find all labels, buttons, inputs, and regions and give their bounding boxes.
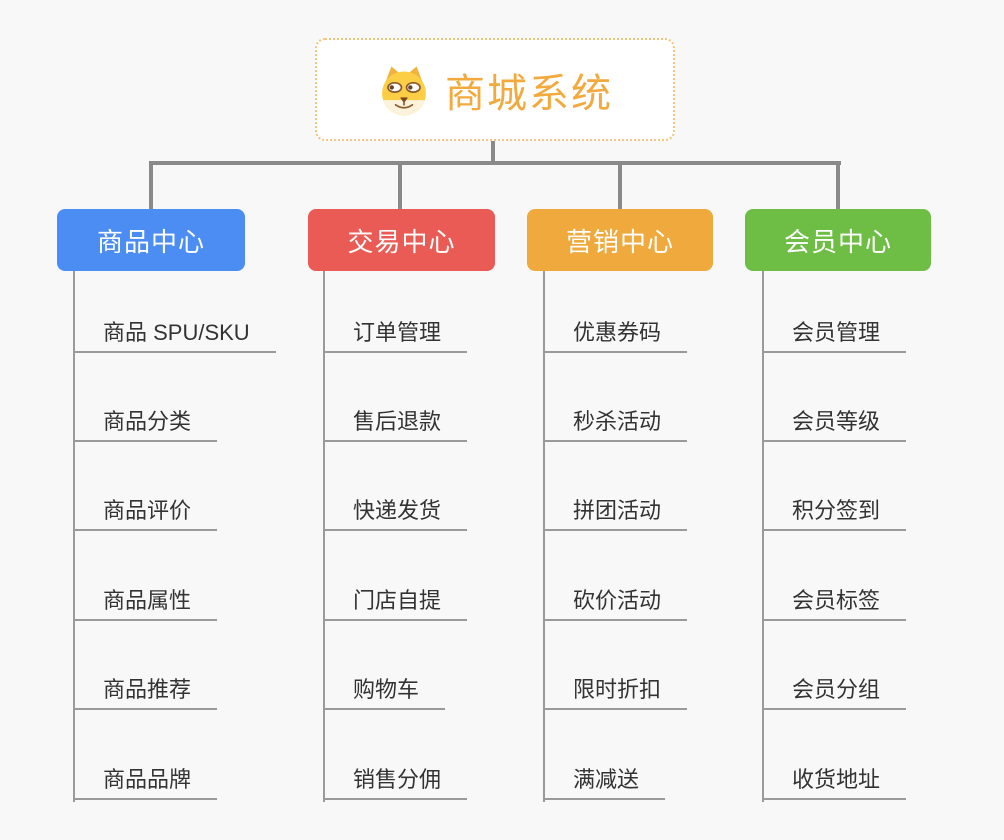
- item-product-brand[interactable]: 商品品牌: [73, 762, 218, 800]
- branch-header-label: 营销中心: [565, 226, 674, 257]
- branch-trunk-marketing: [543, 271, 545, 802]
- item-bargain-activity[interactable]: 砍价活动: [543, 583, 688, 621]
- item-aftersale-refund[interactable]: 售后退款: [323, 404, 468, 442]
- root-title: 商城系统: [445, 71, 613, 116]
- root-node[interactable]: 商城系统: [315, 38, 675, 141]
- connector-drop-product: [149, 161, 153, 209]
- branch-header-label: 商品中心: [96, 226, 205, 257]
- item-product-recommend[interactable]: 商品推荐: [73, 672, 218, 710]
- item-flash-sale[interactable]: 秒杀活动: [543, 404, 688, 442]
- dog-face-icon: [377, 63, 431, 117]
- item-limited-time-discount[interactable]: 限时折扣: [543, 672, 688, 710]
- branch-header-member-center[interactable]: 会员中心: [745, 209, 931, 271]
- item-points-checkin[interactable]: 积分签到: [762, 493, 907, 531]
- item-product-attribute[interactable]: 商品属性: [73, 583, 218, 621]
- connector-root-trunk: [491, 140, 495, 165]
- item-order-management[interactable]: 订单管理: [323, 315, 468, 353]
- item-coupon-code[interactable]: 优惠券码: [543, 315, 688, 353]
- item-product-review[interactable]: 商品评价: [73, 493, 218, 531]
- branch-header-label: 交易中心: [347, 226, 456, 257]
- branch-header-product-center[interactable]: 商品中心: [57, 209, 245, 271]
- branch-trunk-trade: [323, 271, 325, 802]
- item-member-level[interactable]: 会员等级: [762, 404, 907, 442]
- item-member-tag[interactable]: 会员标签: [762, 583, 907, 621]
- connector-drop-trade: [398, 161, 402, 209]
- branch-header-marketing-center[interactable]: 营销中心: [527, 209, 713, 271]
- item-product-spu-sku[interactable]: 商品 SPU/SKU: [73, 315, 276, 353]
- item-member-group[interactable]: 会员分组: [762, 672, 907, 710]
- connector-drop-member: [836, 161, 840, 209]
- item-shipping-address[interactable]: 收货地址: [762, 762, 907, 800]
- item-group-buy[interactable]: 拼团活动: [543, 493, 688, 531]
- branch-header-trade-center[interactable]: 交易中心: [308, 209, 495, 271]
- item-store-pickup[interactable]: 门店自提: [323, 583, 468, 621]
- connector-horizontal-bar: [149, 161, 841, 165]
- item-member-management[interactable]: 会员管理: [762, 315, 907, 353]
- branch-header-label: 会员中心: [783, 226, 892, 257]
- branch-trunk-member: [762, 271, 764, 802]
- item-full-reduction[interactable]: 满减送: [543, 762, 666, 800]
- item-shopping-cart[interactable]: 购物车: [323, 672, 446, 710]
- connector-drop-marketing: [618, 161, 622, 209]
- branch-trunk-product: [73, 271, 75, 802]
- item-express-delivery[interactable]: 快递发货: [323, 493, 468, 531]
- item-product-category[interactable]: 商品分类: [73, 404, 218, 442]
- item-sales-commission[interactable]: 销售分佣: [323, 762, 468, 800]
